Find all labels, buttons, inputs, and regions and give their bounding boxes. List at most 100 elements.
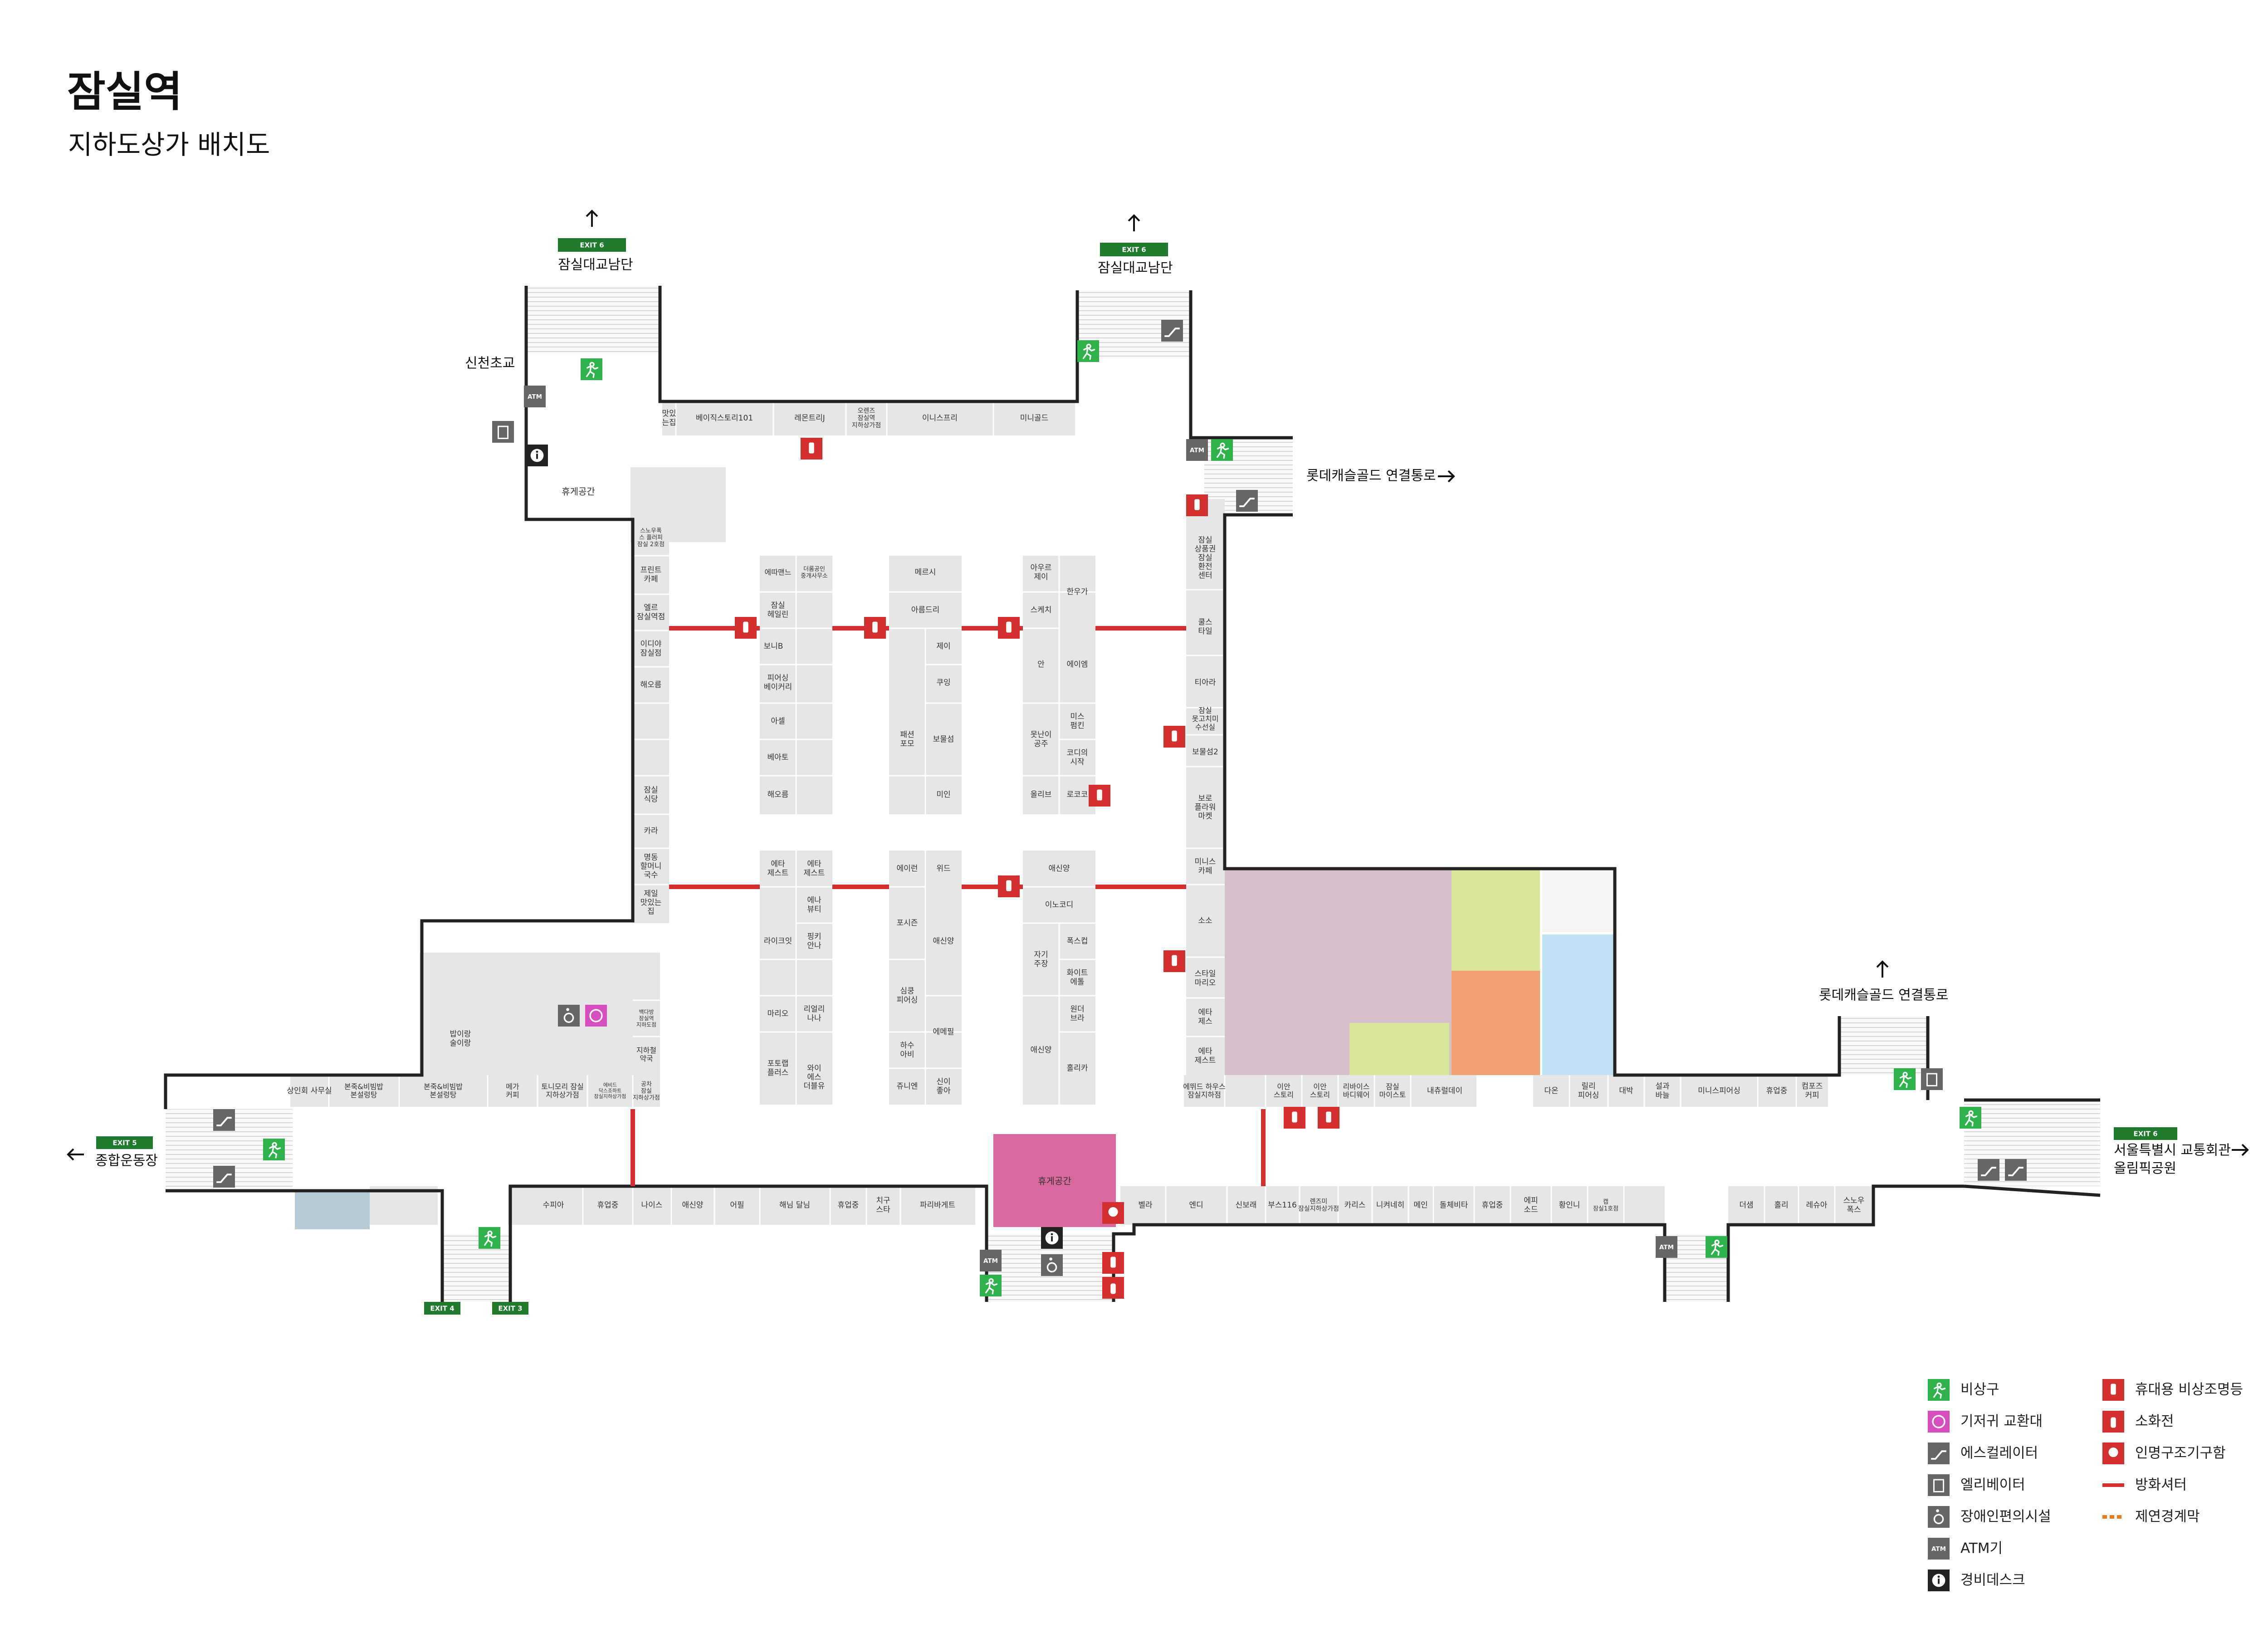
diaper-icon (1928, 1411, 1950, 1433)
shop-label-x5: 미니스피어싱 (1698, 1086, 1740, 1095)
emergency-light-icon (998, 875, 1020, 897)
shop-label-m4: 라이크잇 (764, 937, 792, 946)
shop-label-w6: 내츄럴데이 (1427, 1086, 1462, 1095)
shop-label-r3: 티아라 (1195, 678, 1216, 687)
shop-label-x3: 대박 (1619, 1086, 1633, 1095)
escalator-icon (1236, 490, 1258, 512)
svg-text:EXIT 5: EXIT 5 (112, 1139, 137, 1147)
escalator-icon (1978, 1159, 1999, 1181)
shop-label-l5: 해오름 (640, 680, 662, 689)
shop-label-q1: 벨라 (1138, 1201, 1153, 1210)
lime-area-bottom (1349, 1023, 1449, 1075)
shop-label-q9: 돌체비타 (1440, 1201, 1468, 1210)
shop-blocks (290, 401, 1873, 1225)
shop-label-e10: 로코코 (1067, 790, 1088, 799)
shop-label-t6: 미니골드 (1020, 414, 1049, 423)
legend-label: 인명구조기구함 (2135, 1445, 2226, 1462)
shop-label-q3: 신보래 (1236, 1201, 1257, 1210)
elevator-icon (1928, 1474, 1950, 1496)
page-subtitle: 지하도상가 배치도 (68, 129, 270, 160)
info-icon (1928, 1570, 1950, 1591)
shop-label-y3: 레슈아 (1806, 1201, 1828, 1210)
atm-icon: ATM (1186, 439, 1208, 461)
emergency-exit-icon (1928, 1379, 1950, 1401)
shop-label-r8: 소소 (1198, 916, 1212, 925)
shop-label-d2: 아름드리 (911, 606, 940, 615)
legend-label: 장애인편의시설 (1960, 1509, 2051, 1525)
shop-label-c1: 에따맨느 (765, 568, 792, 577)
emergency-light-icon (2102, 1379, 2124, 1401)
shop-label-s7: 휴업중 (838, 1201, 859, 1210)
dest-lotte-castle-2: 롯데캐슬골드 연결통로 (1819, 988, 1949, 1003)
legend-label: 소화전 (2135, 1413, 2174, 1430)
shop-label-n7: 에메필 (933, 1027, 954, 1037)
lime-area-top (1452, 869, 1540, 971)
dest-olympic-park: 올림픽공원 (2114, 1161, 2176, 1177)
shop-label-o3: 폭스컵 (1067, 937, 1088, 946)
shop-label-n1: 에이런 (897, 864, 918, 873)
svg-text:ATM: ATM (1931, 1546, 1946, 1553)
shop-label-c8: 해오름 (767, 790, 789, 799)
emergency-light-icon (1102, 1252, 1124, 1274)
shop-label-x1: 다온 (1544, 1086, 1558, 1095)
shop-label-n8: 쥬니엔 (897, 1082, 918, 1091)
shop-label-e4: 안 (1037, 660, 1045, 669)
diaper-icon (585, 1005, 607, 1027)
escalator-icon (2005, 1159, 2027, 1181)
emergency-exit-icon (581, 358, 602, 380)
stair-areas (166, 286, 2100, 1302)
shop-label-q2: 엔디 (1189, 1201, 1203, 1210)
exit-6-badge-right: EXIT 6 (1100, 243, 1168, 256)
legend-label: 휴대용 비상조명등 (2135, 1382, 2243, 1398)
atm-icon: ATM (1928, 1538, 1950, 1560)
emergency-light-icon (1318, 1107, 1339, 1129)
shop-label-o8: 홀리카 (1067, 1064, 1088, 1073)
shop-label-t2: 베이직스토리101 (696, 414, 753, 423)
exit-4-badge: EXIT 4 (424, 1302, 460, 1315)
escalator-icon (1928, 1443, 1950, 1464)
shop-label-t5: 이니스프리 (922, 414, 958, 423)
fire-extinguisher-icon (2102, 1411, 2124, 1433)
legend-label: 경비데스크 (1960, 1572, 2025, 1589)
escalator-icon (1161, 320, 1183, 342)
shop-label-o2: 이노코디 (1045, 900, 1074, 910)
accessibility-icon (1928, 1506, 1950, 1528)
steel-area (295, 1191, 370, 1229)
exit-6-badge-east: EXIT 6 (2114, 1127, 2177, 1140)
shop-label-t3: 레몬트리J (794, 414, 825, 423)
shop-label-e5: 에이엠 (1067, 660, 1088, 669)
atm-icon: ATM (980, 1250, 1002, 1271)
shop-label-s1: 수피아 (543, 1201, 564, 1210)
dest-jamsil-bridge-left: 잠실대교남단 (558, 257, 633, 273)
svg-text:ATM: ATM (528, 394, 542, 401)
exit-3-badge: EXIT 3 (492, 1302, 528, 1315)
shop-label-o1: 애신양 (1049, 864, 1070, 873)
